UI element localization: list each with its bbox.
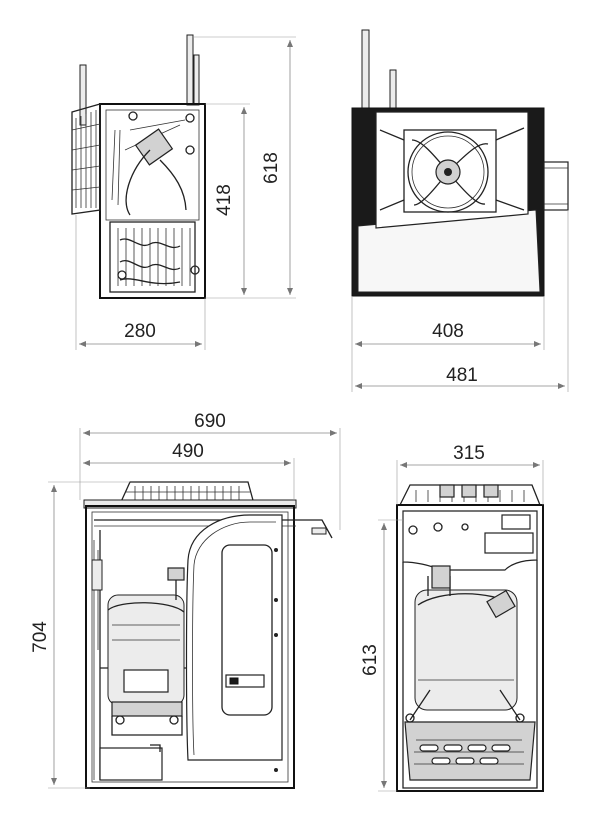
dim-481: 481 bbox=[355, 210, 569, 392]
end-view-top-grille bbox=[398, 484, 541, 506]
side-view-pipes bbox=[79, 34, 200, 126]
side-view-coil bbox=[109, 221, 200, 293]
dim-418: 418 bbox=[205, 103, 250, 295]
dim-613: 613 bbox=[360, 519, 403, 792]
fan-icon bbox=[379, 127, 525, 213]
side-view-controls bbox=[111, 111, 195, 216]
dim-490-label: 490 bbox=[172, 441, 204, 462]
dim-618-label: 618 bbox=[261, 152, 282, 184]
end-view: 315 613 bbox=[360, 443, 544, 792]
dim-704-label: 704 bbox=[30, 621, 51, 653]
dim-418-label: 418 bbox=[214, 184, 235, 216]
long-view: 690 490 704 bbox=[30, 411, 341, 789]
dim-618: 618 bbox=[193, 36, 296, 299]
end-view-compressor-icon bbox=[414, 565, 518, 711]
dim-315: 315 bbox=[396, 443, 544, 505]
long-view-base-box bbox=[99, 747, 163, 781]
compressor-icon bbox=[107, 567, 185, 736]
side-view-condenser-grille bbox=[71, 103, 101, 215]
end-view-body bbox=[396, 504, 544, 792]
dim-490: 490 bbox=[83, 441, 295, 500]
dim-690-label: 690 bbox=[194, 411, 226, 432]
dim-704: 704 bbox=[30, 481, 130, 789]
dim-613-label: 613 bbox=[360, 644, 381, 676]
dim-481-label: 481 bbox=[446, 365, 478, 386]
long-view-evaporator-housing bbox=[185, 514, 283, 772]
dim-280-label: 280 bbox=[124, 321, 156, 342]
dim-408: 408 bbox=[351, 296, 545, 392]
nameplate-small bbox=[501, 514, 531, 530]
end-view-bottom-grille bbox=[404, 689, 536, 781]
front-view-pipes bbox=[361, 29, 397, 111]
front-view: 408 481 bbox=[351, 29, 569, 392]
nameplate-large bbox=[484, 532, 534, 554]
dim-280: 280 bbox=[75, 215, 206, 350]
side-view: 618 418 280 bbox=[71, 34, 296, 350]
dim-315-label: 315 bbox=[453, 443, 485, 464]
dim-690: 690 bbox=[79, 411, 341, 530]
dim-408-label: 408 bbox=[432, 321, 464, 342]
long-view-body bbox=[85, 505, 295, 789]
front-view-outlet bbox=[543, 161, 569, 211]
